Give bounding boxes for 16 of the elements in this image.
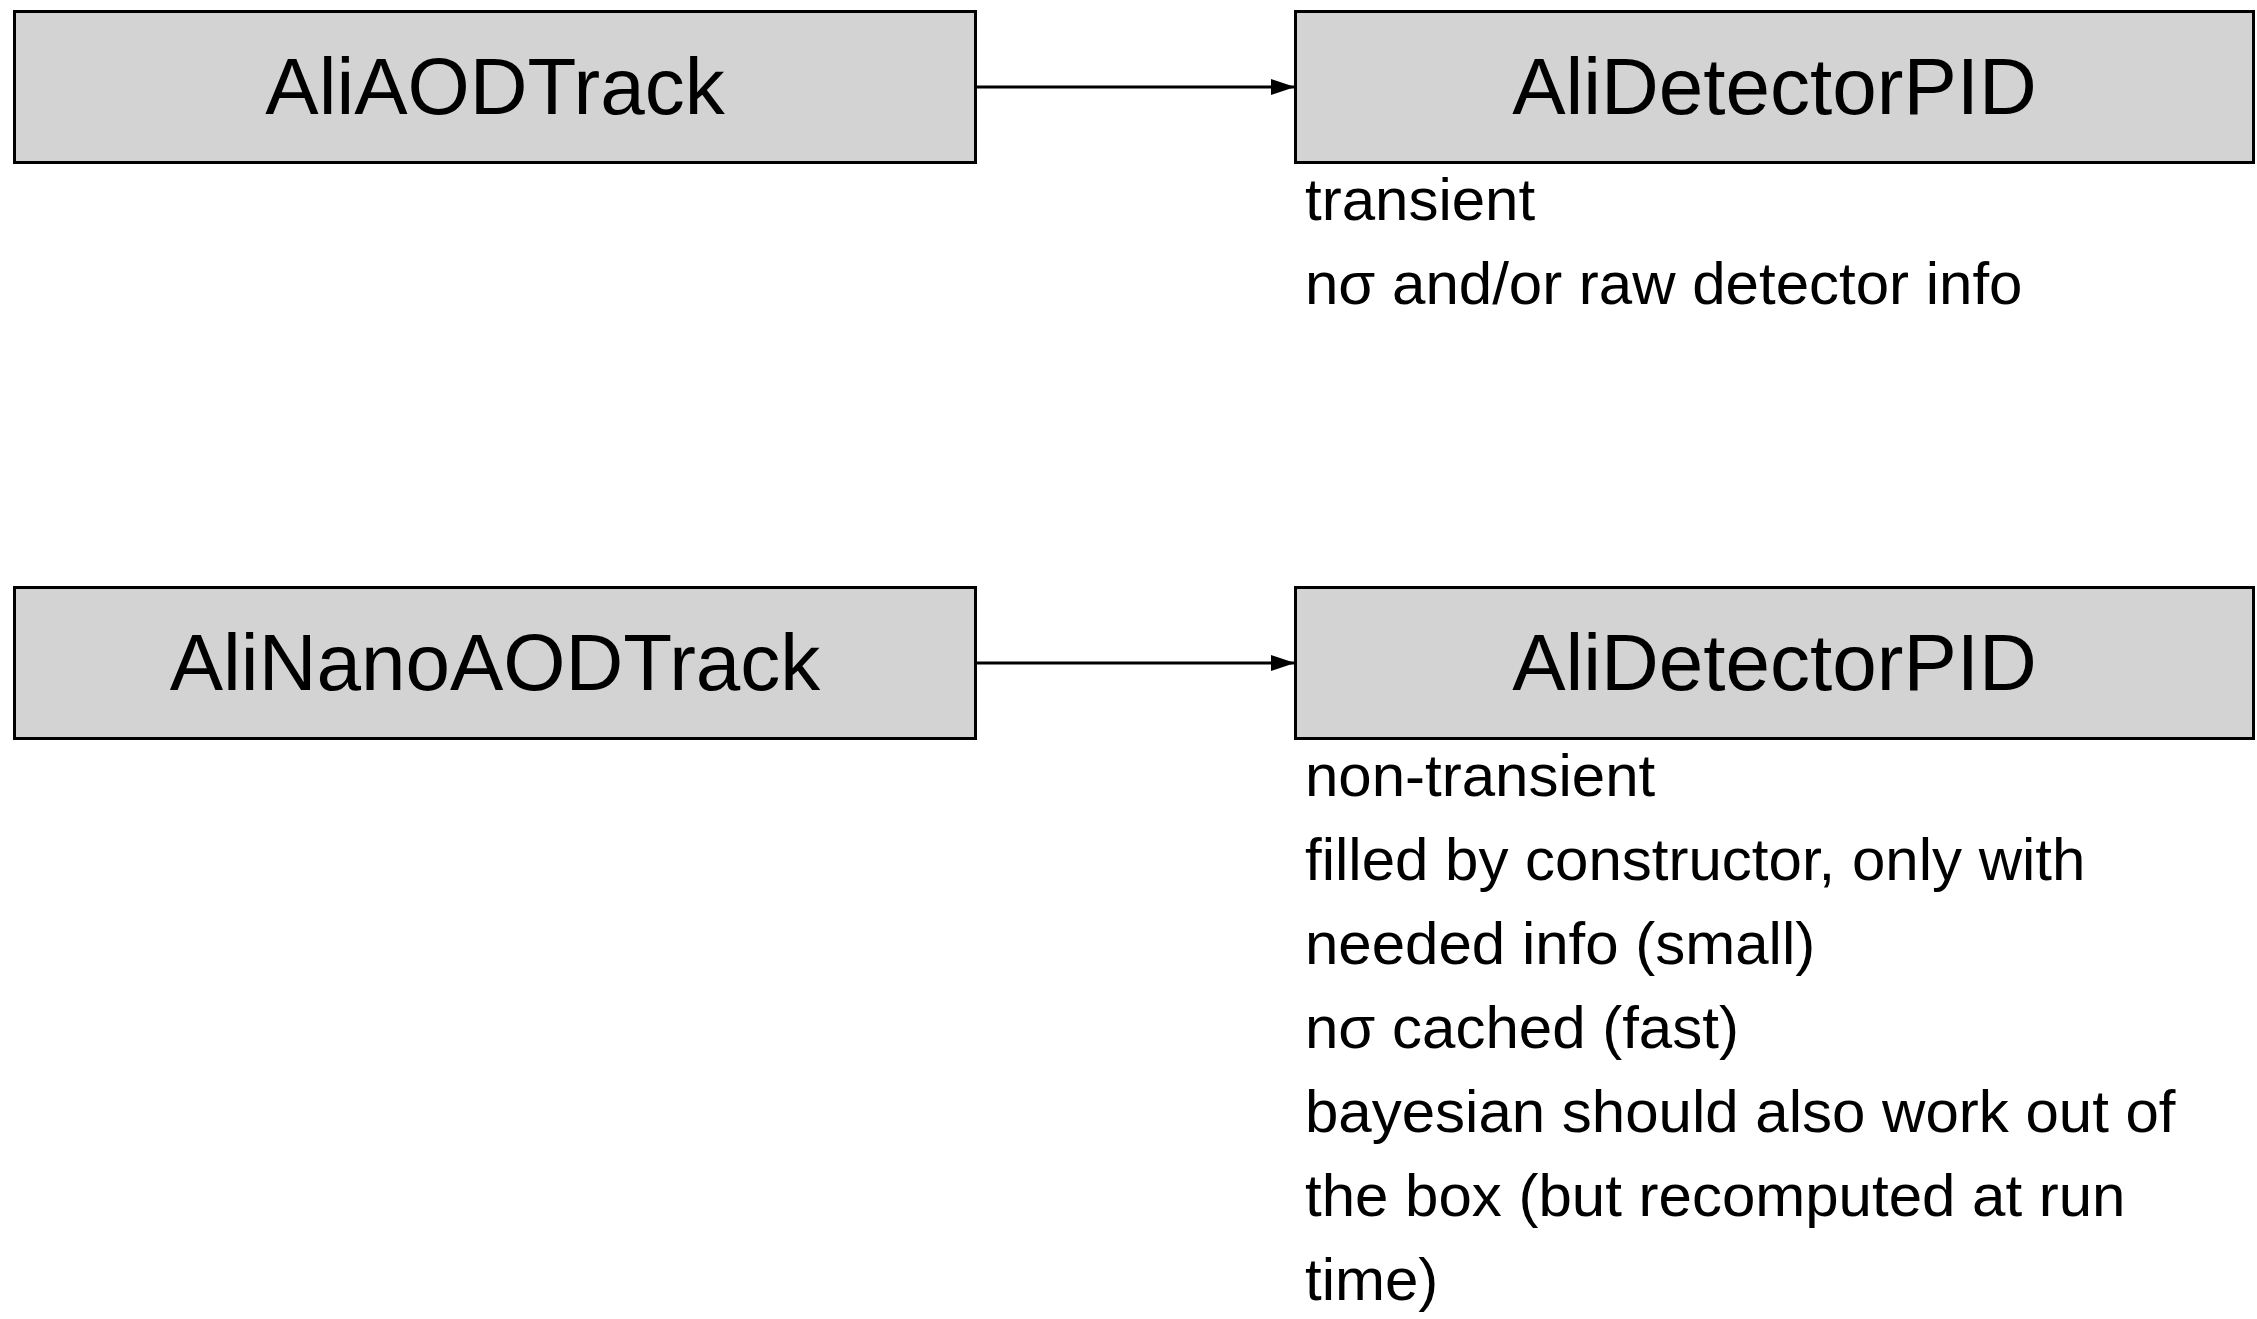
note-text: bayesian should also work out of the box (but recomputed at run time) — [1305, 1077, 2177, 1315]
class-box — [13, 10, 977, 164]
arrow — [977, 655, 1295, 671]
note-text: non-transient — [1305, 741, 1657, 811]
note-text: filled by constructor, only with needed info (small) — [1305, 825, 2087, 979]
class-name: AliAODTrack — [265, 47, 725, 127]
arrow — [977, 79, 1295, 95]
class-box — [1294, 10, 2255, 164]
class-name: AliNanoAODTrack — [169, 623, 821, 703]
class-name: AliDetectorPID — [1512, 47, 2037, 127]
class-box — [1294, 586, 2255, 740]
class-name: AliDetectorPID — [1512, 623, 2037, 703]
note-text: nσ and/or raw detector info — [1305, 249, 2024, 319]
class-box — [13, 586, 977, 740]
note-text: transient — [1305, 165, 1537, 235]
note-text: nσ cached (fast) — [1305, 993, 1740, 1063]
